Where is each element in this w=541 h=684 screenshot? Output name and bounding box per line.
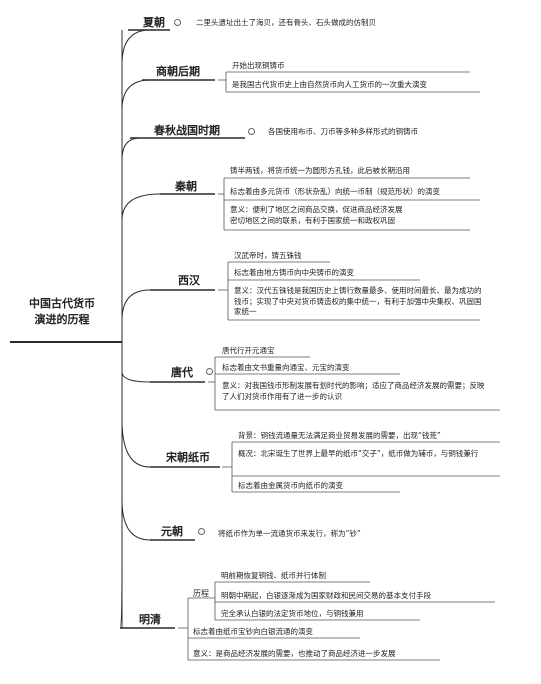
leaf-mingqing-process-1[interactable]: 明前期恢复铜钱、纸币并行体制	[221, 571, 326, 580]
era-xia[interactable]: 夏朝	[143, 16, 165, 29]
leaf-song-3[interactable]: 标志着由金属货币向纸币的演变	[238, 481, 343, 490]
era-xihan[interactable]: 西汉	[178, 274, 200, 287]
leaf-shang-1[interactable]: 开始出现铜铸币	[232, 61, 285, 70]
leaf-qin-3[interactable]: 意义：便利了地区之间商品交换，促进商品经济发展 密切地区之间的联系，有利于国家统…	[230, 205, 403, 225]
root-title-line2: 演进的历程	[34, 313, 90, 326]
era-shang[interactable]: 商朝后期	[156, 65, 200, 78]
root-topic[interactable]: 中国古代货币 演进的历程	[12, 296, 112, 328]
era-mingqing[interactable]: 明清	[139, 613, 161, 626]
leaf-xihan-2[interactable]: 标志着由地方铸币向中央铸币的演变	[234, 268, 354, 277]
leaf-tang-3[interactable]: 意义：对我国钱币形制发展有划时代的影响；适应了商品经济发展的需要；反映了人们对货…	[222, 381, 485, 401]
era-yuan[interactable]: 元朝	[161, 525, 183, 538]
leaf-qin-2[interactable]: 标志着由多元货币（形状杂乱）向统一币制（规范形状）的演变	[230, 187, 440, 196]
leaf-mingqing-1[interactable]: 标志着由纸币宝钞向白银流通的演变	[193, 627, 313, 636]
sub-label-process[interactable]: 历程	[193, 589, 209, 598]
leaf-yuan-1[interactable]: 将纸币作为单一流通货币来发行，称为“钞”	[218, 529, 361, 538]
collapse-circle-icon[interactable]	[206, 368, 213, 375]
leaf-mingqing-2[interactable]: 意义：是商品经济发展的需要，也推动了商品经济进一步发展	[193, 649, 396, 658]
leaf-xia-1[interactable]: 二里头遗址出土了海贝，还有骨头、石头做成的仿制贝	[196, 18, 376, 27]
era-qin[interactable]: 秦朝	[175, 180, 197, 193]
era-tang[interactable]: 唐代	[171, 366, 193, 379]
leaf-xihan-3[interactable]: 意义：汉代五铢钱是我国历史上铸行数量最多、使用时间最长、最为成功的钱币；实现了中…	[234, 286, 482, 316]
leaf-mingqing-process-3[interactable]: 完全承认白银的法定货币地位，与铜钱兼用	[221, 609, 364, 618]
leaf-song-2[interactable]: 概况：北宋诞生了世界上最早的纸币“交子”，纸币做为辅币，与铜钱兼行	[238, 449, 479, 458]
era-song[interactable]: 宋朝纸币	[166, 451, 210, 464]
collapse-circle-icon[interactable]	[174, 19, 181, 26]
leaf-song-1[interactable]: 背景：铜钱流通量无法满足商业贸易发展的需要，出现“钱荒”	[238, 431, 441, 440]
leaf-tang-2[interactable]: 标志着由文书重量向通宝、元宝的演变	[222, 363, 350, 372]
collapse-circle-icon[interactable]	[198, 528, 205, 535]
leaf-qin-1[interactable]: 铸半两钱，将货币统一为圆形方孔钱，此后被长期沿用	[230, 166, 410, 175]
leaf-xihan-1[interactable]: 汉武帝时，铸五铢钱	[234, 251, 302, 260]
leaf-mingqing-process-2[interactable]: 明朝中期起，白银逐渐成为国家财政和民间交易的基本支付手段	[221, 591, 431, 600]
leaf-shang-2[interactable]: 是我国古代货币史上由自然货币向人工货币的一次重大演变	[232, 80, 427, 89]
root-title-line1: 中国古代货币	[29, 297, 95, 310]
leaf-tang-1[interactable]: 唐代行开元通宝	[222, 346, 275, 355]
collapse-circle-icon[interactable]	[248, 128, 255, 135]
era-chunqiu[interactable]: 春秋战国时期	[154, 124, 220, 137]
leaf-chunqiu-1[interactable]: 各国使用布币、刀币等多种多样形式的铜铸币	[268, 127, 418, 136]
